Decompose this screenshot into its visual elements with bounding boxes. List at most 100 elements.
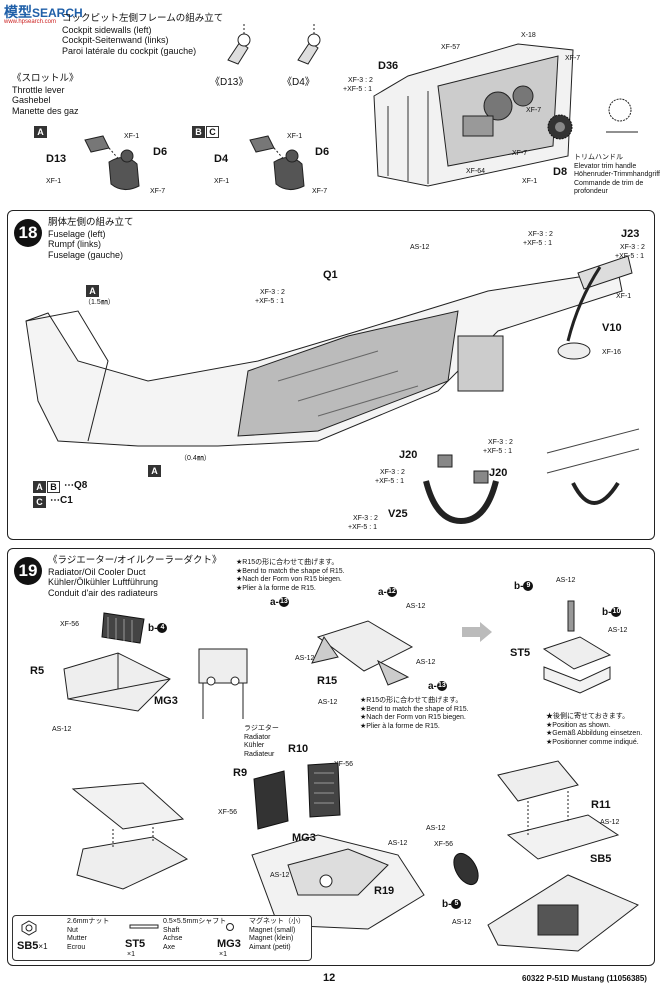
paint-as12-19k: AS-12 bbox=[426, 825, 446, 832]
part-st5: ST5 bbox=[510, 647, 531, 659]
paint-as12-19j: AS-12 bbox=[600, 819, 620, 826]
footer-model-name: P-51D Mustang (11056385) bbox=[546, 974, 647, 983]
paint-xf64: XF-64 bbox=[466, 168, 486, 175]
duct-right-lower-drawing bbox=[487, 760, 639, 952]
bend-note-top-de: ★Nach der Form von R15 biegen. bbox=[236, 576, 342, 583]
decal-b10: b-10 bbox=[602, 607, 622, 618]
throttle-title-en: Throttle lever bbox=[12, 84, 65, 95]
part-c1: ⋯C1 bbox=[50, 495, 73, 506]
footer-code: 60322 bbox=[522, 974, 545, 983]
part-r10: R10 bbox=[288, 743, 309, 755]
legend-st5-de: Achse bbox=[163, 935, 183, 942]
paint-mix-18b: XF-3 : 2 bbox=[528, 231, 553, 238]
part-sb5: SB5 bbox=[590, 853, 612, 865]
view-d4-drawing bbox=[297, 22, 321, 65]
duct-r5-drawing bbox=[63, 652, 171, 712]
bend-note-bottom-en: ★Bend to match the shape of R15. bbox=[360, 705, 469, 713]
oval-grill-drawing bbox=[453, 852, 479, 886]
decal-b9-num: 9 bbox=[523, 581, 534, 592]
paint-xf7-bc: XF-7 bbox=[312, 188, 328, 195]
trim-wheel-detail-drawing bbox=[606, 98, 638, 133]
paint-mix2-18d: +XF-5 : 1 bbox=[483, 448, 512, 455]
part-d6-bc: D6 bbox=[315, 146, 330, 158]
bend-note-bottom: ★R15の形に合わせて曲げます。 ★Bend to match the shap… bbox=[360, 697, 469, 731]
bend-note-bottom-fr: ★Plier à la forme de R15. bbox=[360, 722, 440, 730]
view-d13-label: 《D13》 bbox=[210, 77, 249, 88]
legend-mg3-qty: ×1 bbox=[219, 951, 227, 958]
step17-title-en: Cockpit sidewalls (left) bbox=[62, 24, 152, 35]
step18-box-c: C bbox=[33, 496, 46, 508]
throttle-title-de: Gashebel bbox=[12, 95, 51, 105]
legend-mg3-desc: マグネット（小） Magnet (small) Magnet (klein) A… bbox=[249, 918, 305, 952]
decal-b4: b-4 bbox=[148, 623, 168, 634]
paint-xf7-a: XF-7 bbox=[150, 188, 166, 195]
radiator-fr: Radiateur bbox=[244, 750, 275, 758]
paint-as12-19c: AS-12 bbox=[295, 655, 315, 662]
next-arrow-icon bbox=[462, 622, 492, 642]
variant-c-box: C bbox=[206, 126, 219, 138]
paint-mix2-18c: +XF-5 : 1 bbox=[615, 253, 644, 260]
paint-as12-19i: AS-12 bbox=[270, 872, 290, 879]
paint-mix-18e: XF-3 : 2 bbox=[380, 469, 405, 476]
legend-mg3-qty-wrap: ×1 bbox=[219, 951, 227, 960]
paint-as12-19d: AS-12 bbox=[416, 659, 436, 666]
legend-sb5-qty: ×1 bbox=[38, 942, 48, 951]
step17-title: コックピット左側フレームの組み立て Cockpit sidewalls (lef… bbox=[62, 13, 223, 56]
trim-wheel-drawing bbox=[547, 114, 573, 140]
decal-b10-num: 10 bbox=[611, 607, 622, 618]
position-note-fr: ★Positionner comme indiqué. bbox=[546, 738, 639, 746]
position-note-en: ★Position as shown. bbox=[546, 721, 611, 729]
trim-fr: Commande de trim de profondeur bbox=[574, 179, 644, 196]
paint-xf7-s2: XF-7 bbox=[526, 107, 542, 114]
page-number: 12 bbox=[323, 972, 336, 984]
paint-as12-19h: AS-12 bbox=[388, 840, 408, 847]
position-note: ★後側に寄せておきます。 ★Position as shown. ★Gemäß … bbox=[546, 713, 642, 747]
step17-title-fr: Paroi latérale du cockpit (gauche) bbox=[62, 45, 197, 56]
duct-main-lower-drawing bbox=[251, 834, 425, 930]
paint-mix-18d: XF-3 : 2 bbox=[488, 439, 513, 446]
legend-st5-code: ST5 bbox=[125, 938, 145, 950]
radiator-en: Radiator bbox=[244, 733, 271, 741]
paint-mix-s: XF-3 : 2 bbox=[348, 77, 373, 84]
bend-note-bottom-jp: ★R15の形に合わせて曲げます。 bbox=[360, 697, 463, 704]
legend-st5-code-text: ST5 bbox=[125, 938, 146, 950]
paint-xf1-s: XF-1 bbox=[522, 178, 538, 185]
watermark-logo: 模型SEARCH www.hpsearch.com bbox=[4, 2, 83, 25]
trim-jp: トリムハンドル bbox=[574, 154, 623, 161]
step18-title-en: Fuselage (left) bbox=[48, 228, 106, 239]
throttle-bc-drawing bbox=[249, 135, 305, 190]
part-d4: D4 bbox=[214, 153, 229, 165]
step19-title-jp: 《ラジエーター/オイルクーラーダクト》 bbox=[48, 555, 222, 566]
legend-mg3-en: Magnet (small) bbox=[249, 926, 296, 934]
paint-mix-18c: XF-3 : 2 bbox=[620, 244, 645, 251]
decal-a13-a: a-13 bbox=[270, 597, 289, 608]
paint-xf56-19d: XF-56 bbox=[434, 841, 454, 848]
paint-mix2-18e: +XF-5 : 1 bbox=[375, 478, 404, 485]
paint-xf7-s3: XF-7 bbox=[512, 150, 528, 157]
step19-title-fr: Conduit d'air des radiateurs bbox=[48, 587, 158, 598]
view-d4-label: 《D4》 bbox=[282, 77, 315, 88]
part-mg3-b: MG3 bbox=[292, 832, 316, 844]
paint-mix2-18a: +XF-5 : 1 bbox=[255, 298, 284, 305]
radiator-jp: ラジエター bbox=[244, 725, 279, 732]
bend-note-top: ★R15の形に合わせて曲げます。 ★Bend to match the shap… bbox=[236, 559, 345, 593]
legend-st5-desc: 0.5×5.5mmシャフト Shaft Achse Axe bbox=[163, 918, 226, 952]
step19-number: 19 bbox=[14, 557, 42, 585]
part-d13: D13 bbox=[46, 153, 67, 165]
paint-xf56-19a: XF-56 bbox=[60, 621, 80, 628]
paint-x18: X-18 bbox=[521, 32, 536, 39]
bend-note-top-fr: ★Plier à la forme de R15. bbox=[236, 584, 316, 592]
trim-en: Elevator trim handle bbox=[574, 162, 637, 170]
paint-as12-19b: AS-12 bbox=[406, 603, 426, 610]
part-r9: R9 bbox=[233, 767, 248, 779]
paint-mix-18f: XF-3 : 2 bbox=[353, 515, 378, 522]
legend-st5-qty-wrap: ×1 bbox=[127, 951, 135, 960]
step17-title-de: Cockpit-Seitenwand (links) bbox=[62, 35, 169, 45]
duct-lower-left-drawing bbox=[71, 782, 189, 890]
part-r15: R15 bbox=[317, 675, 338, 687]
legend-mg3-size: マグネット（小） bbox=[249, 918, 305, 925]
decal-a13-a-num: 13 bbox=[278, 597, 289, 608]
part-v10: V10 bbox=[602, 322, 622, 334]
paint-xf7-s1: XF-7 bbox=[565, 55, 581, 62]
paint-as12-19l: AS-12 bbox=[452, 919, 472, 926]
